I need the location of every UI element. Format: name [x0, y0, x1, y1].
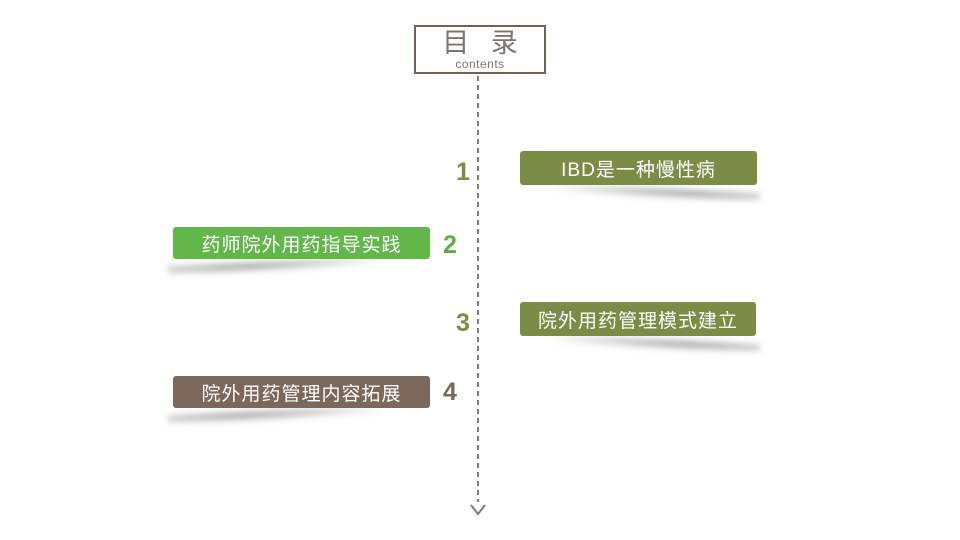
toc-item-3-number: 3	[456, 309, 470, 337]
toc-item-1[interactable]: IBD是一种慢性病	[520, 151, 757, 185]
toc-item-2-label: 药师院外用药指导实践	[201, 234, 402, 256]
toc-item-4[interactable]: 院外用药管理内容拓展	[173, 376, 430, 408]
toc-title: 目 录	[442, 27, 525, 58]
arrow-down-icon	[470, 504, 486, 516]
toc-item-2-number: 2	[443, 231, 457, 259]
toc-item-1-label: IBD是一种慢性病	[561, 159, 716, 181]
toc-item-1-number: 1	[456, 158, 470, 186]
toc-item-3-label: 院外用药管理模式建立	[537, 310, 738, 332]
toc-item-2[interactable]: 药师院外用药指导实践	[173, 227, 430, 259]
toc-title-box: 目 录 contents	[414, 25, 546, 74]
toc-item-4-number: 4	[443, 378, 457, 406]
toc-item-3[interactable]: 院外用药管理模式建立	[520, 302, 756, 336]
toc-item-4-label: 院外用药管理内容拓展	[201, 383, 402, 405]
toc-subtitle: contents	[455, 56, 505, 71]
timeline-dashed-line	[477, 76, 479, 502]
